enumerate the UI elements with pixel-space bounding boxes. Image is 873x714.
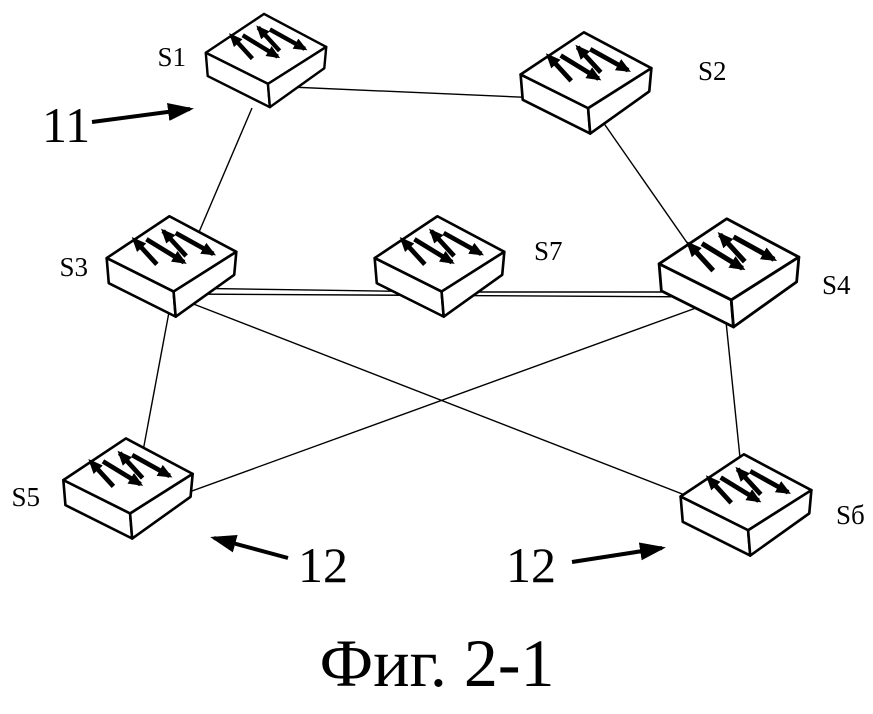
figure-caption: Фиг. 2-1 [320, 625, 555, 701]
switch-icon-s2 [521, 32, 652, 133]
switch-icon-s1 [206, 14, 326, 107]
switch-icon-s5 [63, 438, 192, 538]
node-label-s3: S3 [59, 252, 88, 282]
ref11-label: 11 [42, 97, 90, 153]
pointer-arrows [91, 102, 666, 564]
node-label-s2: S2 [698, 56, 727, 86]
ref12-right-arrow [571, 542, 666, 564]
switch-icon-s7 [375, 216, 505, 316]
switch-icon-s6 [681, 454, 812, 555]
ref12-left-arrow [210, 535, 289, 560]
node-label-s5: S5 [11, 482, 40, 512]
edge-s3-s6 [177, 297, 745, 519]
switch-icon-s4 [659, 219, 799, 327]
node-label-s6: Sб [836, 500, 865, 530]
node-label-s1: S1 [157, 42, 186, 72]
edge-s4-s5 [133, 299, 719, 513]
ref12-left-label: 12 [298, 537, 348, 593]
ref12-right-label: 12 [506, 537, 556, 593]
ref11-arrow [91, 102, 194, 124]
node-label-s7: S7 [534, 236, 563, 266]
switch-icon-s3 [107, 216, 237, 316]
node-label-s4: S4 [822, 270, 851, 300]
